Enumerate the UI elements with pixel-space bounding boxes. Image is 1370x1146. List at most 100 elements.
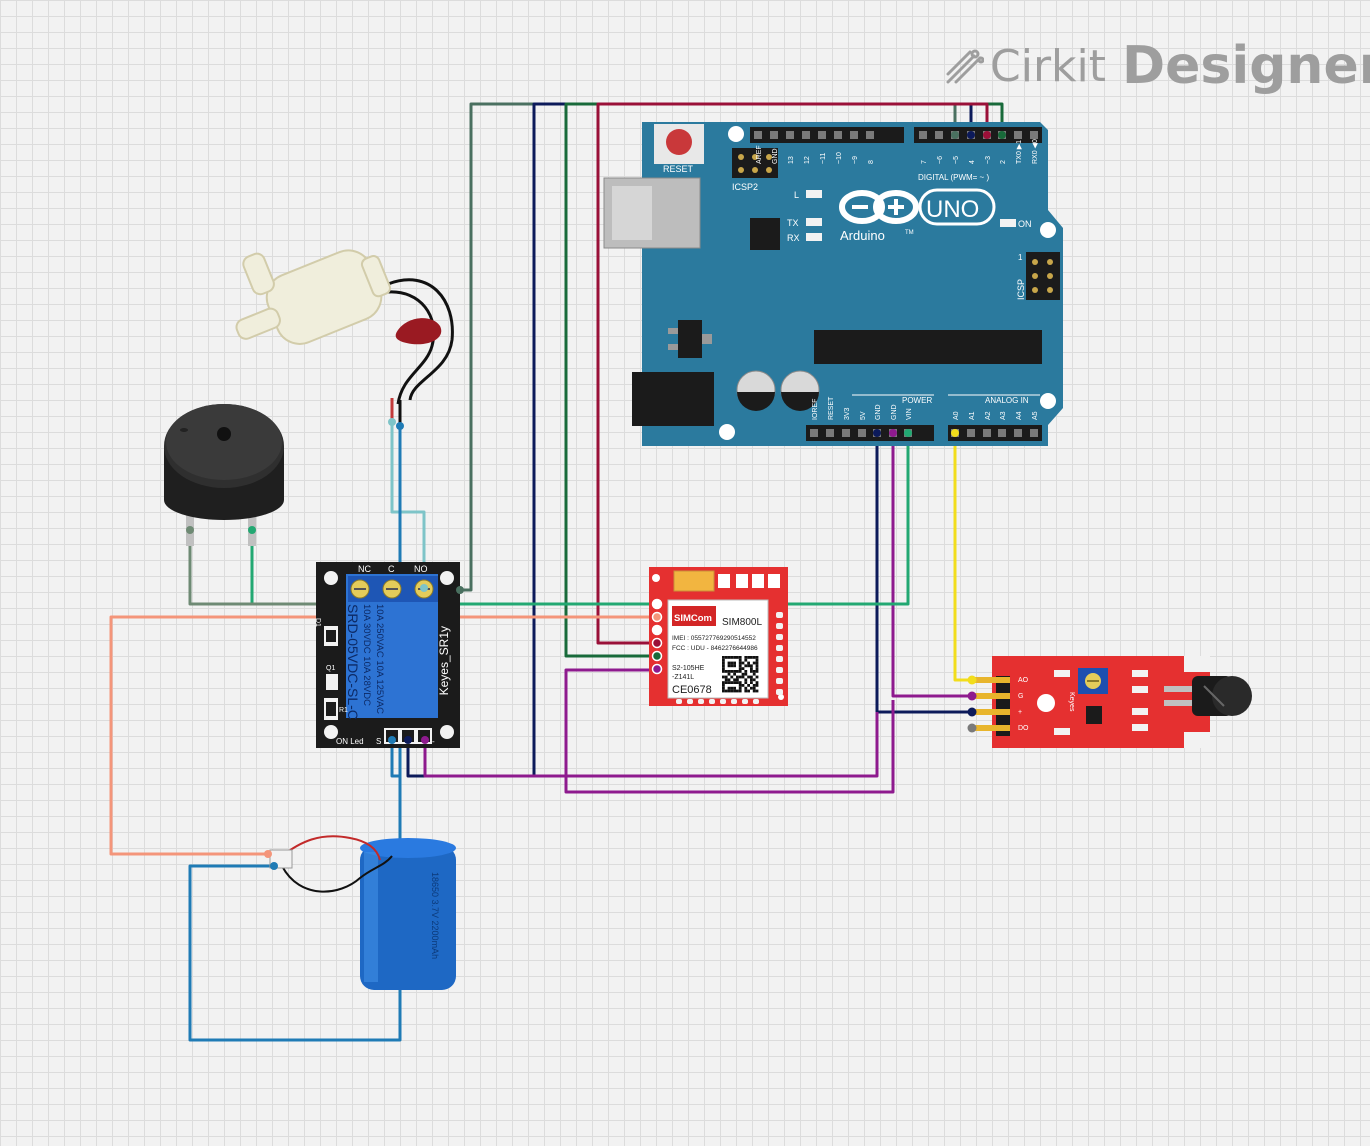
arduino-wired-pin[interactable]: [873, 429, 881, 437]
analog-header: [948, 425, 1042, 441]
wire-pump-battery[interactable]: [188, 426, 402, 1042]
arduino-wired-pin[interactable]: [889, 429, 897, 437]
flame-pin-label-g: G: [1018, 693, 1023, 700]
flame-pin[interactable]: [967, 675, 977, 685]
arduino-pin[interactable]: [983, 429, 991, 437]
arduino-pin[interactable]: [866, 131, 874, 139]
led-l-label: L: [794, 190, 799, 200]
arduino-pin[interactable]: [770, 131, 778, 139]
wire-a0-flame[interactable]: [953, 433, 972, 682]
digital-pin-label: 4: [969, 160, 976, 164]
digital-pin-label: 8: [868, 160, 875, 164]
wire-pump-relay[interactable]: [390, 420, 426, 588]
digital-pin-label: 2: [1000, 160, 1007, 164]
flame-pin[interactable]: [967, 707, 977, 717]
flame-pin-leg: [970, 677, 1010, 683]
analog-header-label: ANALOG IN: [985, 396, 1029, 405]
relay-d1-label: D1: [314, 618, 321, 627]
reset-button[interactable]: [666, 129, 692, 155]
relay-pin-vcc[interactable]: [456, 586, 464, 594]
wire-pin2-sim[interactable]: [564, 102, 1004, 658]
arduino-pin[interactable]: [786, 131, 794, 139]
relay-transistor: [326, 674, 338, 690]
sim800l-module[interactable]: SIMCom SIM800L IMEI : 055727769290514552…: [649, 567, 788, 706]
arduino-pin[interactable]: [858, 429, 866, 437]
flame-pins: [967, 675, 1010, 733]
buzzer-pin-neg[interactable]: [186, 526, 194, 534]
arduino-pin[interactable]: [919, 131, 927, 139]
flame-sensor[interactable]: Keyes AO G + DO: [967, 656, 1253, 748]
wire-5v-flame[interactable]: [875, 433, 972, 714]
relay-pin-minus[interactable]: [421, 736, 429, 744]
relay-minus-label: -: [432, 737, 435, 746]
cirkit-watermark: Cirkit Designer: [944, 36, 1370, 96]
relay-nc-label: NC: [358, 564, 371, 574]
mount-hole: [719, 424, 735, 440]
arduino-pin[interactable]: [1030, 429, 1038, 437]
relay-pin-plus[interactable]: [404, 736, 412, 744]
buzzer[interactable]: [164, 404, 284, 546]
arduino-wired-pin[interactable]: [967, 131, 975, 139]
power-pin-label: RESET: [828, 396, 835, 420]
sim800l-pin[interactable]: [651, 637, 663, 649]
arduino-pin[interactable]: [754, 131, 762, 139]
arduino-pin[interactable]: [998, 429, 1006, 437]
icsp-header: [1026, 252, 1060, 300]
icsp2-header: [732, 148, 778, 178]
buzzer-pin-pos[interactable]: [248, 526, 256, 534]
pump-pin-neg[interactable]: [388, 418, 396, 426]
flame-pin-label-vcc: +: [1018, 709, 1022, 716]
arduino-pin[interactable]: [1014, 429, 1022, 437]
reset-label: RESET: [663, 164, 694, 174]
arduino-pin[interactable]: [834, 131, 842, 139]
arduino-wired-pin[interactable]: [951, 131, 959, 139]
arduino-pin[interactable]: [1014, 131, 1022, 139]
arduino-pin[interactable]: [802, 131, 810, 139]
battery-pin-pos[interactable]: [264, 850, 272, 858]
arduino-pin[interactable]: [826, 429, 834, 437]
wire-relay-vcc[interactable]: [423, 712, 879, 778]
arduino-pin[interactable]: [935, 131, 943, 139]
power-pin-label: VIN: [906, 408, 913, 420]
flame-pin-leg: [970, 693, 1010, 699]
wire-relay-com[interactable]: [390, 740, 400, 778]
water-pump[interactable]: [213, 212, 454, 430]
flame-pin[interactable]: [967, 723, 977, 733]
arduino-pin[interactable]: [810, 429, 818, 437]
sim800l-pin[interactable]: [651, 650, 663, 662]
analog-pin-label: A5: [1032, 411, 1039, 420]
arduino-pin[interactable]: [850, 131, 858, 139]
wire-pin4-gnd[interactable]: [406, 102, 973, 778]
power-pin-label: IOREF: [812, 399, 819, 420]
sim800l-pin[interactable]: [651, 663, 663, 675]
flame-pin[interactable]: [967, 691, 977, 701]
battery-pin-neg[interactable]: [270, 862, 278, 870]
sim800l-pin[interactable]: [651, 624, 663, 636]
wire-5v-loop[interactable]: [564, 668, 895, 794]
arduino-pin[interactable]: [818, 131, 826, 139]
qr-code-icon: [721, 655, 759, 693]
sim800l-pins: [651, 598, 663, 675]
relay-rating-ac: 10A 250VAC 10A 125VAC: [374, 604, 385, 714]
arduino-pin[interactable]: [842, 429, 850, 437]
wire-buzzer-relay[interactable]: [188, 530, 316, 606]
relay-pin-s[interactable]: [388, 736, 396, 744]
arduino-pin[interactable]: [1030, 131, 1038, 139]
pump-pin-pos[interactable]: [396, 422, 404, 430]
relay-module[interactable]: NC C NO 10A 250VAC 10A 125VAC 10A 30VDC …: [314, 562, 460, 748]
wire-pin3-sim[interactable]: [596, 102, 989, 645]
wire-gnd-buzzer[interactable]: [250, 433, 910, 606]
sim800l-s2: S2-105HE: [672, 665, 705, 672]
arduino-wired-pin[interactable]: [998, 131, 1006, 139]
arduino-wired-pin[interactable]: [951, 429, 959, 437]
arduino-uno[interactable]: RESET ICSP2 L TX RX ON: [603, 122, 1063, 446]
wire-pin5-relay[interactable]: [460, 102, 957, 592]
arduino-pin[interactable]: [967, 429, 975, 437]
sim800l-pin[interactable]: [651, 611, 663, 623]
relay-pin-no[interactable]: [420, 584, 428, 592]
sim800l-pin[interactable]: [651, 598, 663, 610]
battery[interactable]: 18650 3.7V 2200mAh: [264, 835, 456, 990]
arduino-wired-pin[interactable]: [983, 131, 991, 139]
arduino-wired-pin[interactable]: [904, 429, 912, 437]
wire-gnd-flame[interactable]: [891, 433, 972, 698]
